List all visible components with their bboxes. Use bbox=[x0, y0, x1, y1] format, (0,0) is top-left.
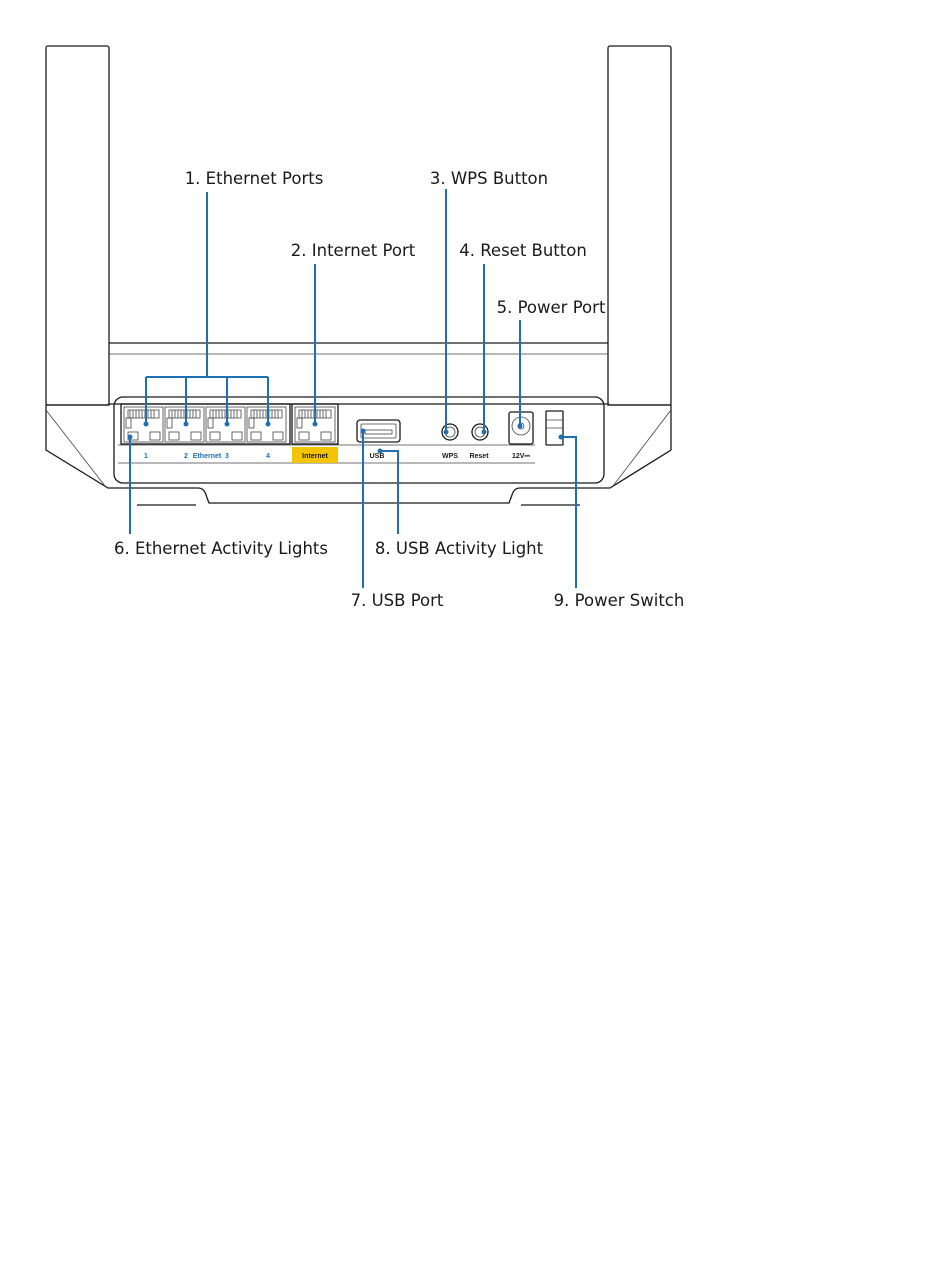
callout-power-switch: 9. Power Switch bbox=[554, 591, 685, 610]
callout-power-port: 5. Power Port bbox=[497, 298, 606, 317]
right-antenna bbox=[608, 46, 671, 405]
callout-usb-port: 7. USB Port bbox=[351, 591, 444, 610]
port-4-label: 4 bbox=[266, 453, 270, 460]
leader-power-switch bbox=[559, 435, 577, 589]
ethernet-label: Ethernet bbox=[193, 453, 222, 460]
leader-internet-port bbox=[313, 264, 318, 427]
leader-usb-port bbox=[361, 429, 366, 589]
callout-internet-port: 2. Internet Port bbox=[291, 241, 416, 260]
power-label: 12V⎓ bbox=[512, 453, 530, 460]
callout-ethernet-ports: 1. Ethernet Ports bbox=[185, 169, 324, 188]
callout-usb-activity-light: 8. USB Activity Light bbox=[375, 539, 544, 558]
callout-reset-button: 4. Reset Button bbox=[459, 241, 587, 260]
leader-wps-button bbox=[444, 189, 449, 435]
leader-ethernet-activity-lights bbox=[128, 435, 133, 535]
leader-usb-activity-light bbox=[378, 449, 399, 535]
callout-wps-button: 3. WPS Button bbox=[430, 169, 548, 188]
router-body bbox=[46, 343, 671, 505]
left-antenna bbox=[46, 46, 109, 405]
callout-ethernet-activity-lights: 6. Ethernet Activity Lights bbox=[114, 539, 328, 558]
port-2-label: 2 bbox=[184, 453, 188, 460]
wps-label: WPS bbox=[442, 453, 458, 460]
power-switch bbox=[546, 411, 563, 445]
leader-reset-button bbox=[482, 264, 487, 435]
reset-label: Reset bbox=[469, 453, 489, 460]
internet-label: Internet bbox=[302, 453, 328, 460]
port-3-label: 3 bbox=[225, 453, 229, 460]
leader-ethernet-ports bbox=[144, 192, 271, 427]
port-1-label: 1 bbox=[144, 453, 148, 460]
usb-label: USB bbox=[370, 453, 385, 460]
